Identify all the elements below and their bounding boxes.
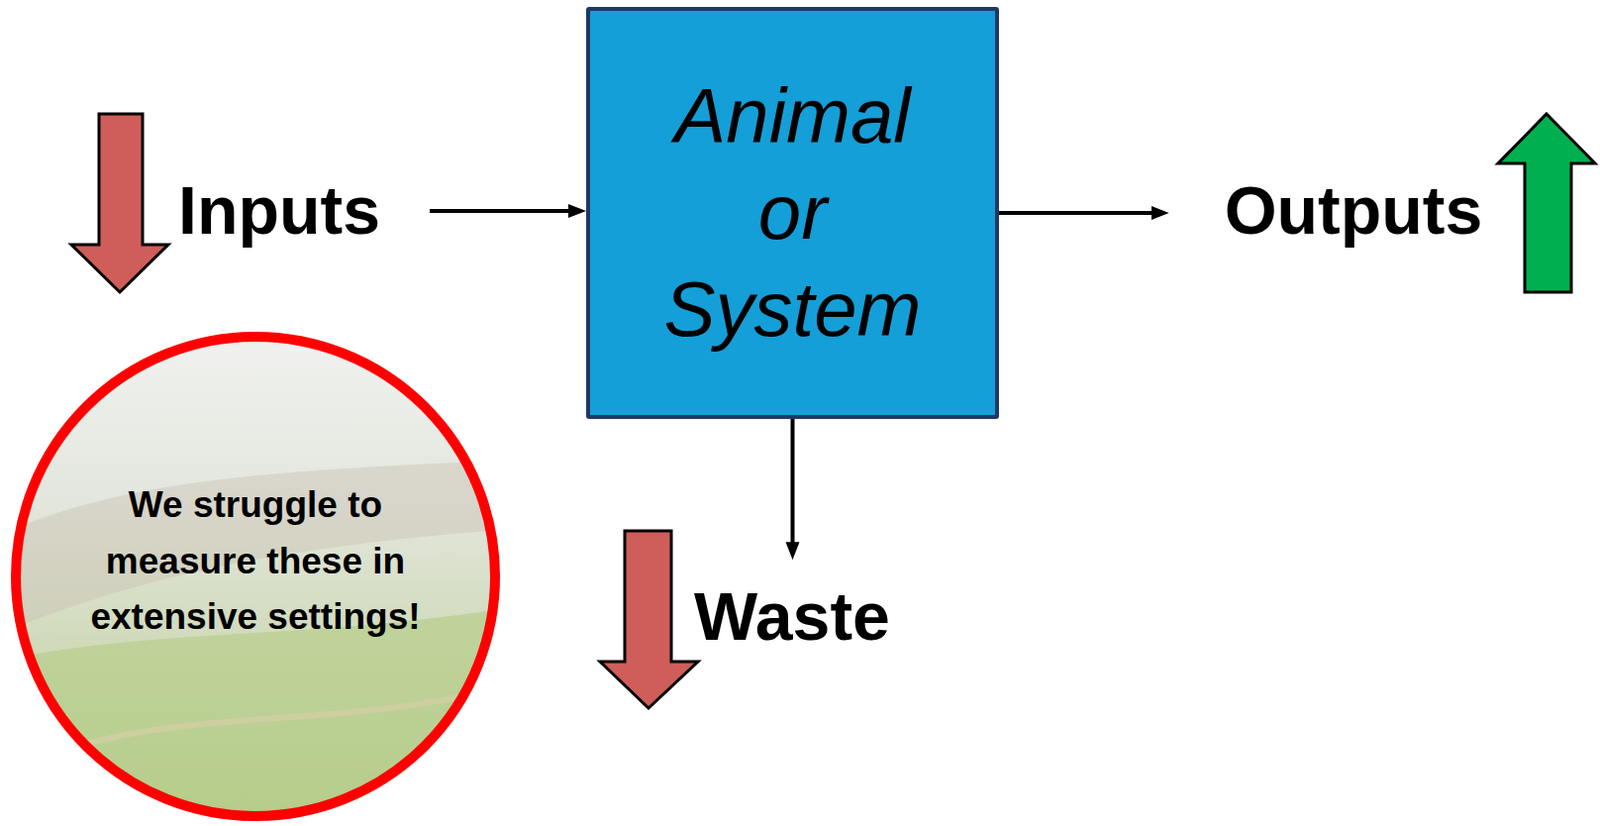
callout-border [15,336,496,816]
hill [10,608,500,821]
flow-label-text: Waste [694,576,891,658]
callout-text: We struggle to measure these in extensiv… [62,477,449,647]
flow-label: Inputs [178,170,381,252]
process-box: Animal or System [586,6,1000,419]
box-title: Animal or System [644,68,942,359]
flow-arrow [429,208,577,213]
flow-arrow [999,210,1160,215]
flow-label-text: Outputs [1224,170,1484,252]
increase-arrow [1498,113,1596,293]
flow-arrow [791,418,796,550]
flow-label: Waste [694,576,891,658]
callout-circle: We struggle to measure these in extensiv… [10,331,500,821]
flow-label-text: Inputs [178,170,381,252]
flow-label: Outputs [1224,170,1484,252]
decrease-arrow [71,113,169,293]
decrease-arrow [600,530,699,708]
